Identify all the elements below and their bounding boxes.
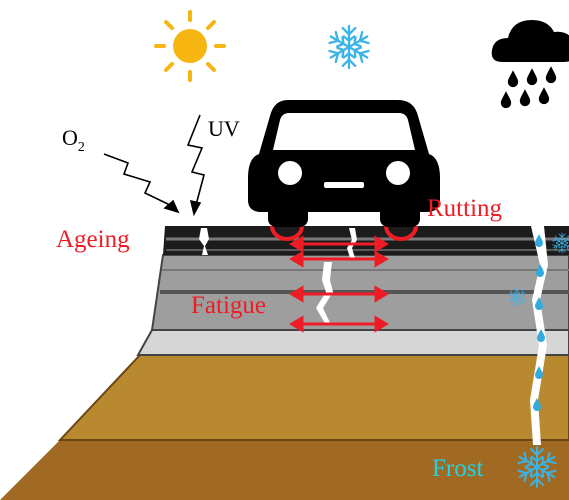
pavement-cross-section bbox=[0, 226, 569, 500]
fatigue-label: Fatigue bbox=[191, 292, 266, 319]
rain-cloud-icon bbox=[491, 20, 569, 109]
car-icon bbox=[248, 100, 440, 227]
rutting-arc-left bbox=[270, 225, 304, 241]
o2-label: O2 bbox=[62, 125, 85, 155]
subgrade-layer bbox=[57, 354, 569, 441]
ageing-crack bbox=[199, 228, 209, 255]
strain-arrows bbox=[289, 235, 389, 333]
sun-icon bbox=[154, 10, 226, 82]
subsoil-layer bbox=[0, 440, 569, 500]
snowflake-icon bbox=[329, 26, 368, 68]
o2-lightning-arrow-icon bbox=[103, 153, 180, 214]
ageing-label: Ageing bbox=[56, 226, 130, 253]
rutting-label: Rutting bbox=[427, 195, 503, 222]
base-layer bbox=[136, 329, 569, 356]
uv-label: UV bbox=[208, 116, 240, 141]
fatigue-crack-main bbox=[316, 262, 333, 325]
rutting-arc-right bbox=[384, 225, 418, 241]
frost-label: Frost bbox=[432, 455, 483, 482]
uv-lightning-arrow-icon bbox=[186, 114, 205, 217]
